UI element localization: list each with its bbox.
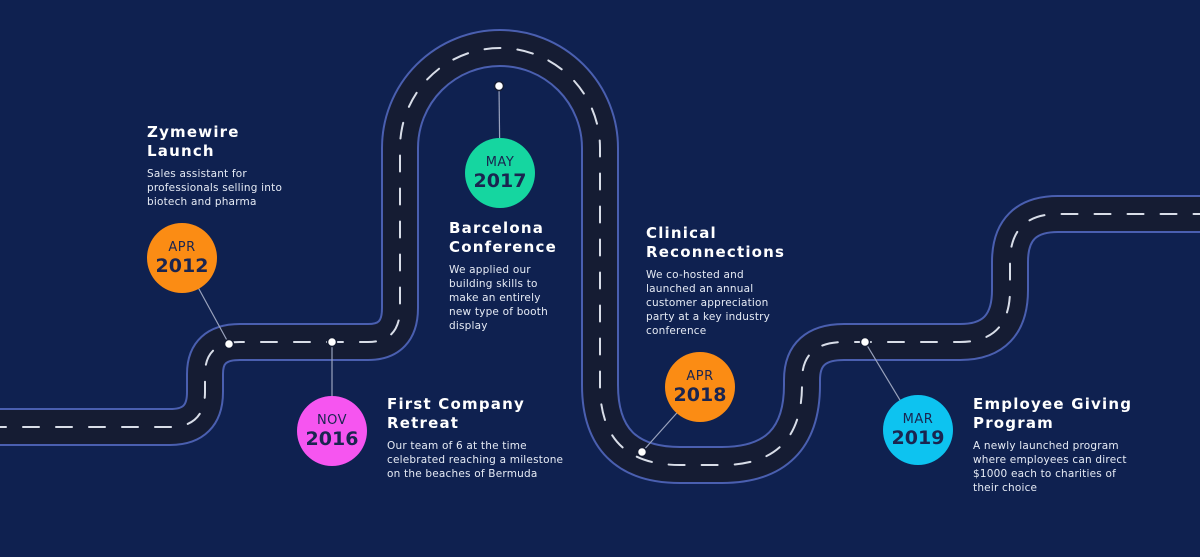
- milestone-description: We co-hosted and launched an annual cust…: [646, 269, 771, 337]
- milestone-title-line: Barcelona: [449, 219, 545, 237]
- date-badge-nov-2016[interactable]: NOV 2016: [297, 396, 367, 466]
- milestone-first-company-retreat: First Company Retreat Our team of 6 at t…: [387, 395, 577, 481]
- road-node-employee-giving-program[interactable]: [859, 336, 871, 348]
- milestone-title: Barcelona Conference: [449, 219, 574, 257]
- milestone-title: Employee Giving Program: [973, 395, 1158, 433]
- date-badge-mar-2019[interactable]: MAR 2019: [883, 395, 953, 465]
- milestone-title-line: Conference: [449, 238, 558, 256]
- milestone-title: Zymewire Launch: [147, 123, 317, 161]
- milestone-title: Clinical Reconnections: [646, 224, 796, 262]
- badge-year: 2016: [305, 427, 359, 450]
- badge-year: 2017: [473, 169, 527, 192]
- milestone-description: Our team of 6 at the time celebrated rea…: [387, 440, 564, 480]
- milestone-title-line: Reconnections: [646, 243, 786, 261]
- badge-month: APR: [168, 239, 196, 255]
- milestone-title-line: Retreat: [387, 414, 460, 432]
- date-badge-apr-2012[interactable]: APR 2012: [147, 223, 217, 293]
- milestone-employee-giving-program: Employee Giving Program A newly launched…: [973, 395, 1158, 495]
- road: [0, 29, 1200, 484]
- milestone-description: A newly launched program where employees…: [973, 440, 1127, 494]
- road-node-clinical-reconnections[interactable]: [636, 446, 648, 458]
- road-nodes: [223, 80, 871, 458]
- milestone-title: First Company Retreat: [387, 395, 577, 433]
- badge-month: APR: [686, 368, 714, 384]
- date-badge-may-2017[interactable]: MAY 2017: [465, 138, 535, 208]
- milestone-description: We applied our building skills to make a…: [449, 264, 548, 332]
- milestone-title-line: Zymewire: [147, 123, 240, 141]
- milestone-clinical-reconnections: Clinical Reconnections We co-hosted and …: [646, 224, 796, 338]
- date-badge-apr-2018[interactable]: APR 2018: [665, 352, 735, 422]
- road-node-zymewire-launch[interactable]: [223, 338, 235, 350]
- milestone-title-line: Launch: [147, 142, 215, 160]
- milestone-description: Sales assistant for professionals sellin…: [147, 168, 283, 208]
- road-node-barcelona-conference[interactable]: [493, 80, 505, 92]
- milestone-title-line: First Company: [387, 395, 525, 413]
- milestone-title-line: Clinical: [646, 224, 717, 242]
- road-lane-markings: [0, 47, 1200, 466]
- milestone-barcelona-conference: Barcelona Conference We applied our buil…: [449, 219, 574, 333]
- badge-year: 2019: [891, 426, 945, 449]
- badge-year: 2018: [673, 383, 727, 406]
- badge-month: MAR: [902, 411, 934, 427]
- milestone-zymewire-launch: Zymewire Launch Sales assistant for prof…: [147, 123, 317, 209]
- badge-year: 2012: [155, 254, 209, 277]
- badge-month: NOV: [316, 412, 348, 428]
- badge-month: MAY: [485, 154, 515, 170]
- milestone-title-line: Program: [973, 414, 1054, 432]
- road-node-first-company-retreat[interactable]: [326, 336, 338, 348]
- milestone-title-line: Employee Giving: [973, 395, 1133, 413]
